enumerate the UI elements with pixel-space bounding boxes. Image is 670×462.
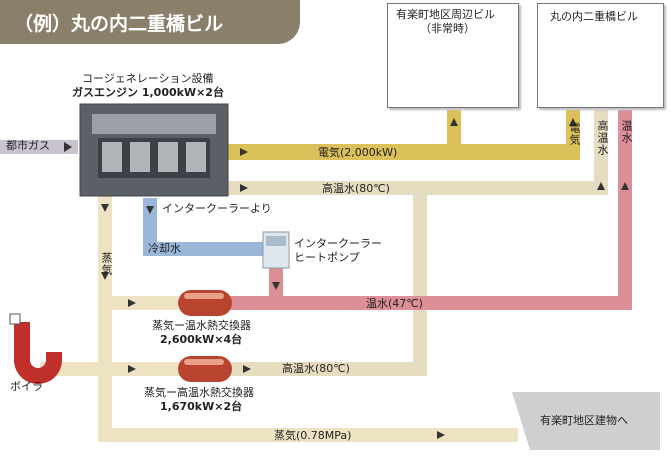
steam-pipe-bottom [98, 428, 518, 442]
boiler-shape [14, 322, 62, 384]
electric-riser-left [447, 110, 461, 160]
marunouchi-building-label: 丸の内二重橋ビル [550, 10, 638, 23]
right-hot-water-label: 高温水 [596, 120, 609, 156]
exchanger2-spec: 1,670kW×2台 [160, 400, 243, 413]
hot-water-pipe-bottom [230, 362, 427, 376]
city-gas-label: 都市ガス [6, 139, 50, 152]
page-title: （例）丸の内二重橋ビル [0, 0, 300, 44]
cooling-pipe-horizontal [143, 242, 268, 256]
cooling-pipe-vertical [143, 198, 157, 256]
yurakucho-building-label-1: 有楽町地区周辺ビル [396, 8, 495, 21]
steam-vertical-label: 蒸気 [100, 252, 113, 276]
exchanger2-label: 蒸気ー高温水熱交換器 [144, 386, 254, 399]
hot-water-pipe-down [413, 181, 427, 376]
destination-label: 有楽町地区建物へ [540, 414, 628, 427]
steam-pipe-vertical [98, 196, 112, 442]
hot-water-top-label: 高温水(80℃) [322, 182, 390, 195]
boiler-label: ボイラ [10, 380, 43, 393]
intercooler-from-label: インタークーラーより [162, 202, 272, 215]
steam-pipe-exchanger1 [98, 296, 178, 310]
cogeneration-label: コージェネレーション設備 [82, 72, 214, 85]
warm-water-label: 温水(47℃) [366, 297, 423, 310]
heat-pump-label-1: インタークーラー [294, 237, 382, 250]
city-gas-pipe [0, 140, 78, 154]
steam-pipe-exchanger2 [40, 362, 180, 376]
cooling-water-label: 冷却水 [148, 242, 181, 255]
exchanger1-spec: 2,600kW×4台 [160, 333, 243, 346]
marunouchi-building-box [537, 3, 664, 108]
yurakucho-building-label-2: （非常時） [420, 22, 475, 35]
electric-pipe [228, 144, 580, 160]
yurakucho-building-box [387, 3, 519, 108]
hot-water-bottom-label: 高温水(80℃) [282, 362, 350, 375]
exchanger1-label: 蒸気ー温水熱交換器 [152, 319, 251, 332]
right-electric-label: 電気 [568, 122, 581, 146]
heat-pump-label-2: ヒートポンプ [294, 251, 360, 264]
electric-riser-right [566, 110, 580, 160]
cogeneration-spec: ガスエンジン 1,000kW×2台 [72, 86, 224, 99]
right-warm-water-label: 温水 [620, 120, 633, 144]
warm-water-pipe [230, 296, 632, 310]
warm-water-riser [618, 110, 632, 310]
hot-water-pipe-riser [594, 110, 608, 195]
electricity-label: 電気(2,000kW) [318, 146, 398, 159]
steam-bottom-label: 蒸気(0.78MPa) [274, 429, 352, 442]
yurakucho-destination-shape [512, 392, 660, 450]
